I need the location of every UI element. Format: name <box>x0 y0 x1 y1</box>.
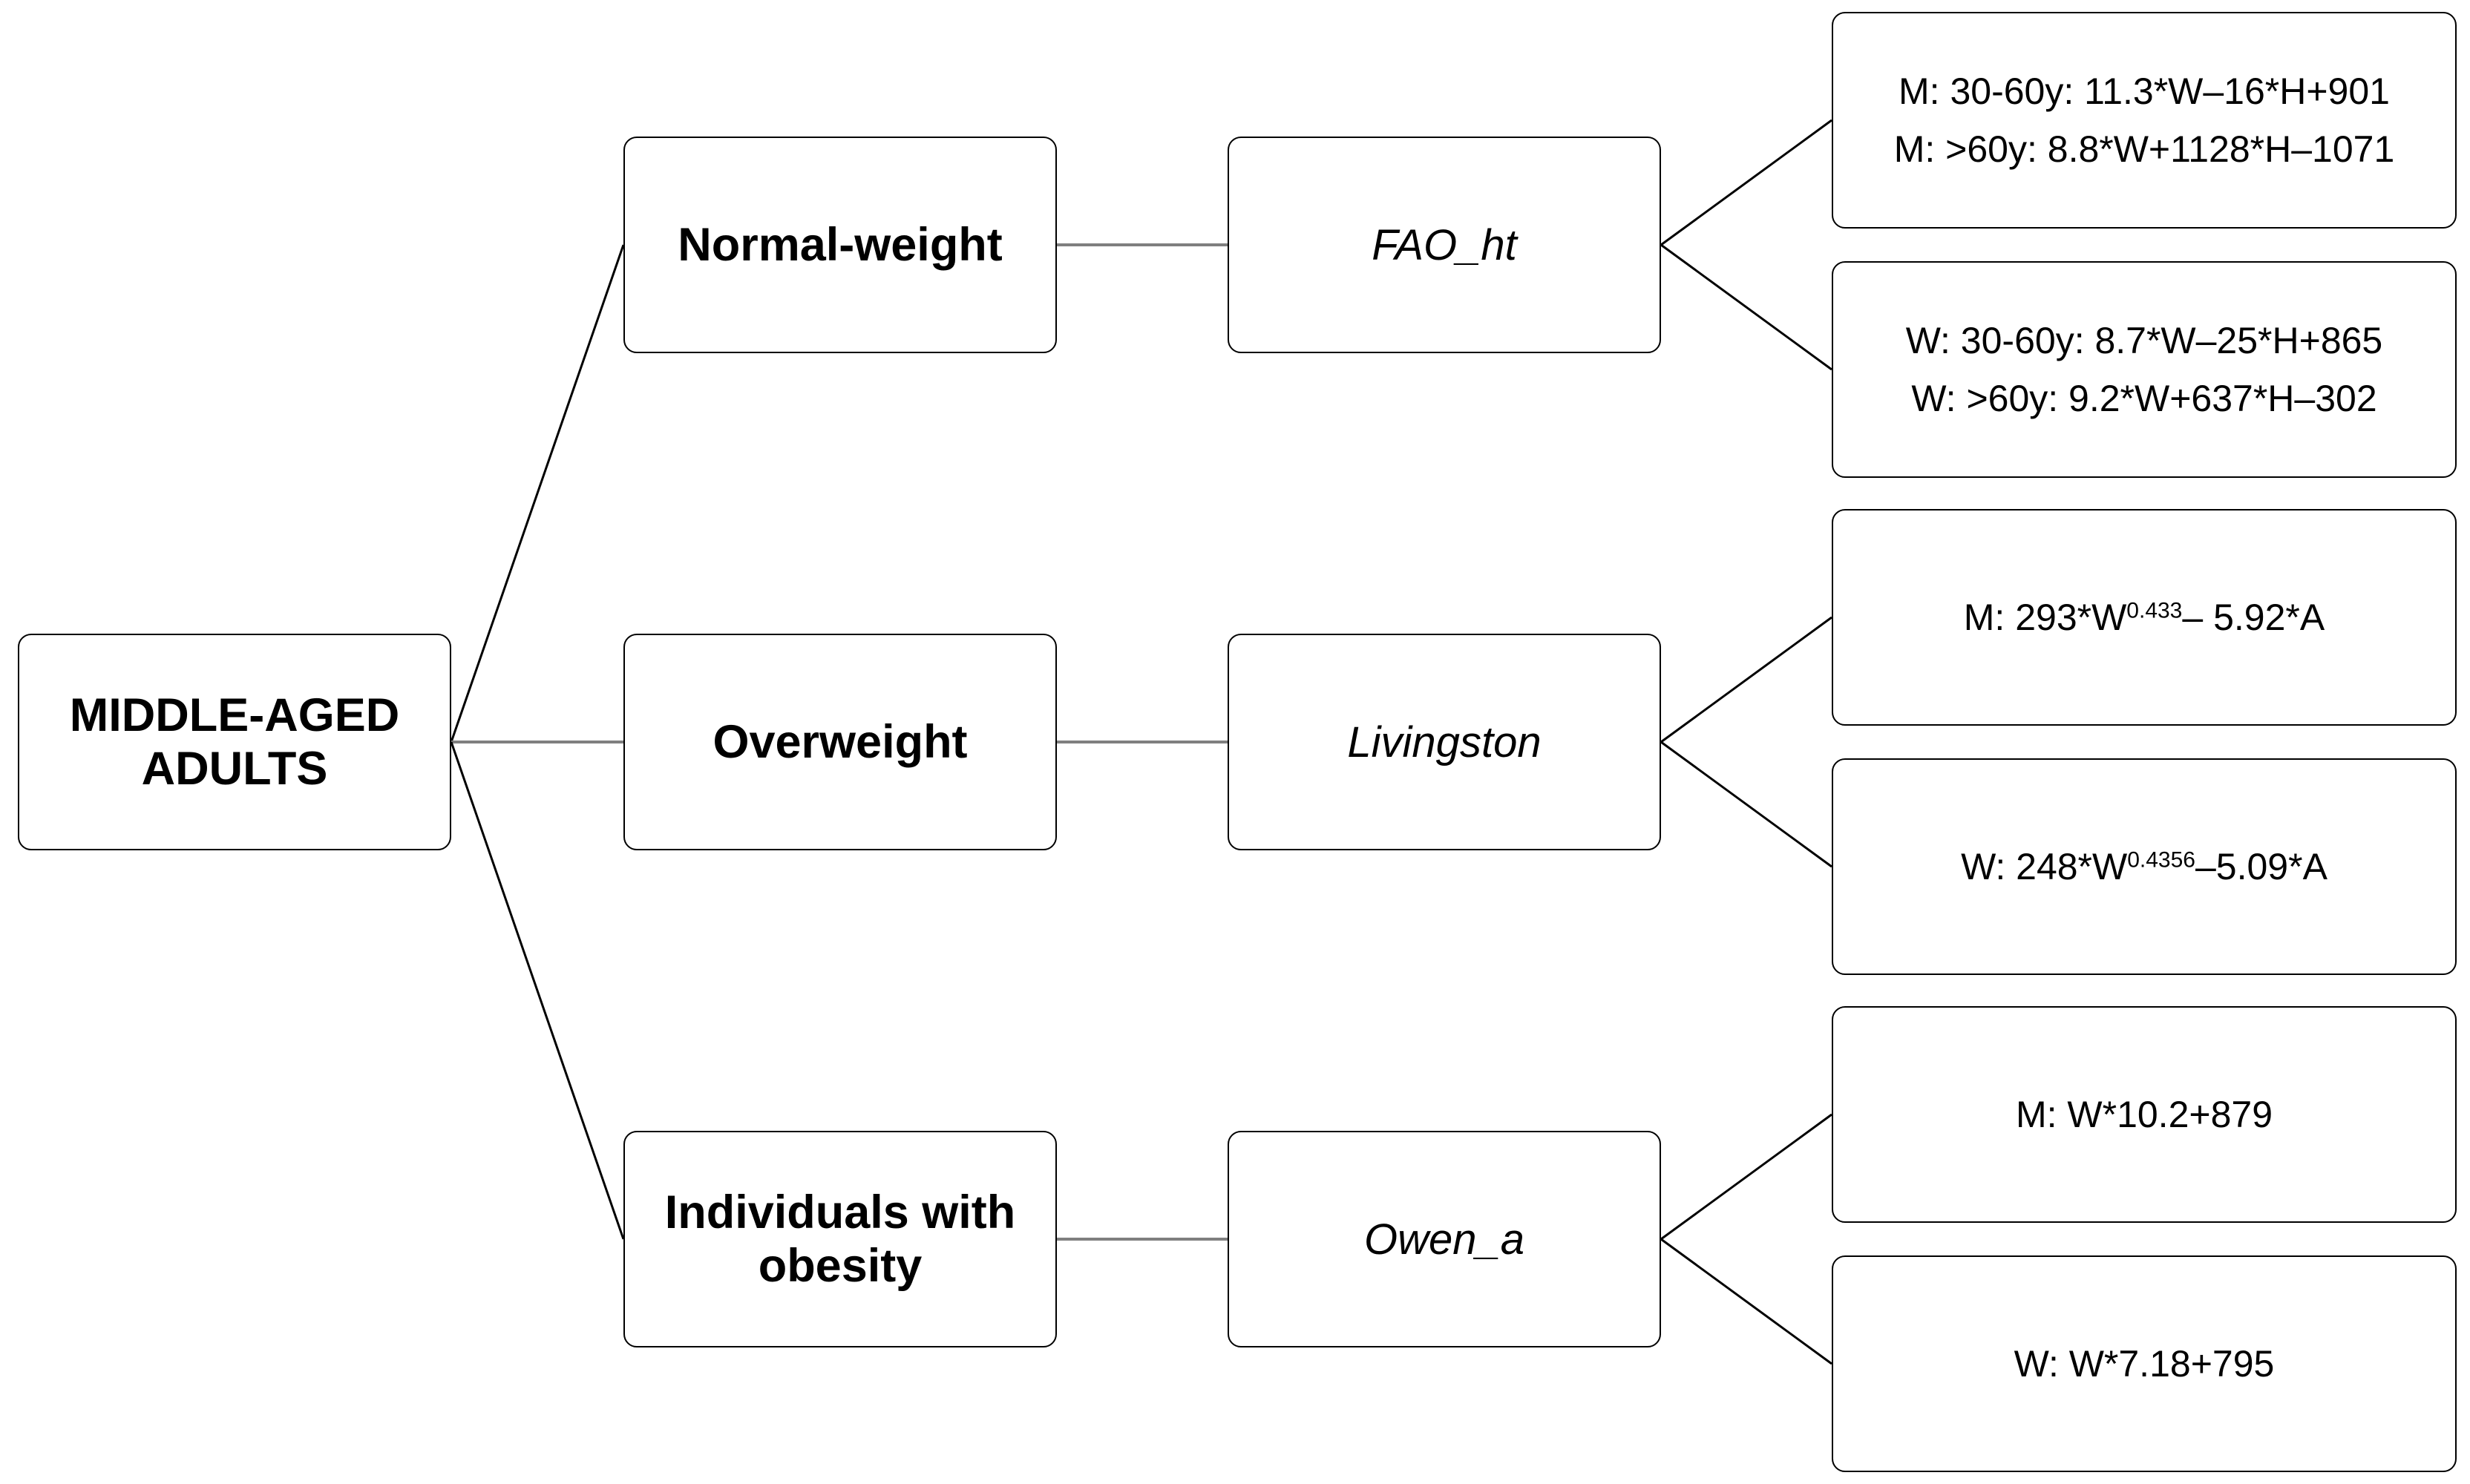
category-label: Overweight <box>712 716 968 768</box>
category-node-overweight: Overweight <box>623 634 1057 850</box>
equation-node-fao-women: W: 30-60y: 8.7*W–25*H+865 W: >60y: 9.2*W… <box>1832 261 2457 478</box>
equation-line: M: W*10.2+879 <box>2015 1094 2273 1135</box>
method-label: FAO_ht <box>1372 220 1517 269</box>
equation-node-owen-men: M: W*10.2+879 <box>1832 1006 2457 1223</box>
root-label-line1: MIDDLE-AGED <box>69 689 400 741</box>
method-node-livingston: Livingston <box>1228 634 1661 850</box>
equation-line: M: 30-60y: 11.3*W–16*H+901 <box>1899 70 2390 112</box>
equation-line: W: W*7.18+795 <box>2014 1343 2275 1385</box>
connector-root-normal <box>450 244 625 743</box>
equation-exponent: 0.4356 <box>2127 847 2195 873</box>
connector-owen-women <box>1660 1238 1832 1365</box>
equation-line: M: >60y: 8.8*W+1128*H–1071 <box>1893 128 2395 170</box>
connector-fao-women <box>1660 243 1832 371</box>
category-label-line1: Individuals with <box>664 1186 1016 1238</box>
root-node-middle-aged-adults: MIDDLE-AGED ADULTS <box>18 634 451 850</box>
equation-line: W: 30-60y: 8.7*W–25*H+865 <box>1905 320 2383 361</box>
equation-part: M: 293*W <box>1963 597 2127 638</box>
equation-node-owen-women: W: W*7.18+795 <box>1832 1255 2457 1472</box>
equation-part: W: 248*W <box>1961 846 2128 887</box>
category-node-obesity: Individuals with obesity <box>623 1131 1057 1347</box>
equation-part: –5.09*A <box>2195 846 2328 887</box>
method-node-fao-ht: FAO_ht <box>1228 137 1661 353</box>
connector-root-obesity <box>450 741 625 1240</box>
connector-livingston-men <box>1660 616 1832 743</box>
equation-line: W: 248*W0.4356–5.09*A <box>1961 838 2328 896</box>
equation-part: – 5.92*A <box>2182 597 2325 638</box>
equation-node-livingston-women: W: 248*W0.4356–5.09*A <box>1832 758 2457 975</box>
equation-node-fao-men: M: 30-60y: 11.3*W–16*H+901 M: >60y: 8.8*… <box>1832 12 2457 229</box>
equation-line: W: >60y: 9.2*W+637*H–302 <box>1911 378 2377 419</box>
method-label: Livingston <box>1347 718 1542 766</box>
equation-line: M: 293*W0.433– 5.92*A <box>1964 588 2325 646</box>
root-label-line2: ADULTS <box>141 743 328 795</box>
category-node-normal-weight: Normal-weight <box>623 137 1057 353</box>
connector-fao-men <box>1660 119 1832 246</box>
equation-exponent: 0.433 <box>2126 598 2183 623</box>
connector-owen-men <box>1660 1113 1832 1241</box>
equation-node-livingston-men: M: 293*W0.433– 5.92*A <box>1832 509 2457 726</box>
method-node-owen-a: Owen_a <box>1228 1131 1661 1347</box>
category-label: Normal-weight <box>678 219 1003 271</box>
method-label: Owen_a <box>1363 1215 1525 1264</box>
connector-livingston-women <box>1660 741 1832 868</box>
category-label-line2: obesity <box>758 1240 923 1292</box>
